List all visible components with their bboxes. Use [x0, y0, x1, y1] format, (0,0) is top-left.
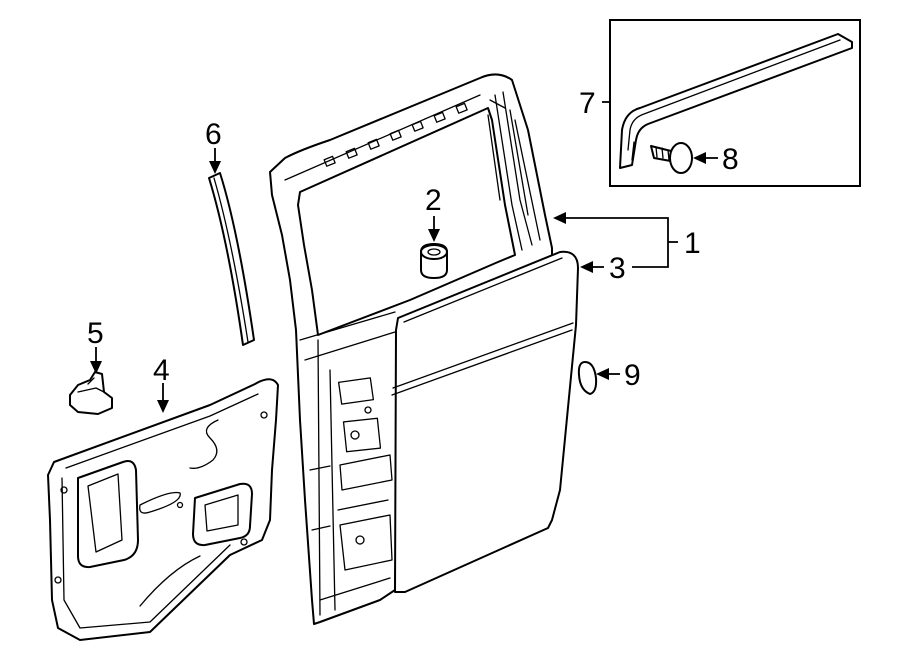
plug-part-9: [577, 361, 598, 395]
outer-skin-panel-part-3: [391, 250, 579, 593]
callout-6: 6: [205, 118, 222, 151]
fastener-part-8: [650, 142, 693, 174]
callout-2: 2: [425, 184, 442, 217]
grommet-part-2: [420, 243, 448, 279]
inset-box: [609, 19, 861, 187]
callout-labels: 1 2 3 4 5 6 7 8 9: [87, 87, 739, 392]
callout-1: 1: [684, 227, 701, 260]
callout-5: 5: [87, 317, 104, 350]
callout-3: 3: [609, 252, 626, 285]
callout-4: 4: [153, 354, 170, 387]
clip-part-5: [69, 371, 113, 415]
leader-lines: [90, 101, 718, 413]
door-frame-part-1: [269, 73, 553, 625]
callout-8: 8: [722, 143, 739, 176]
water-shield-part-4: [47, 378, 279, 641]
callout-7: 7: [579, 87, 596, 120]
weatherstrip-part-6: [208, 172, 255, 346]
molding-part-7: [619, 33, 853, 169]
callout-9: 9: [624, 359, 641, 392]
